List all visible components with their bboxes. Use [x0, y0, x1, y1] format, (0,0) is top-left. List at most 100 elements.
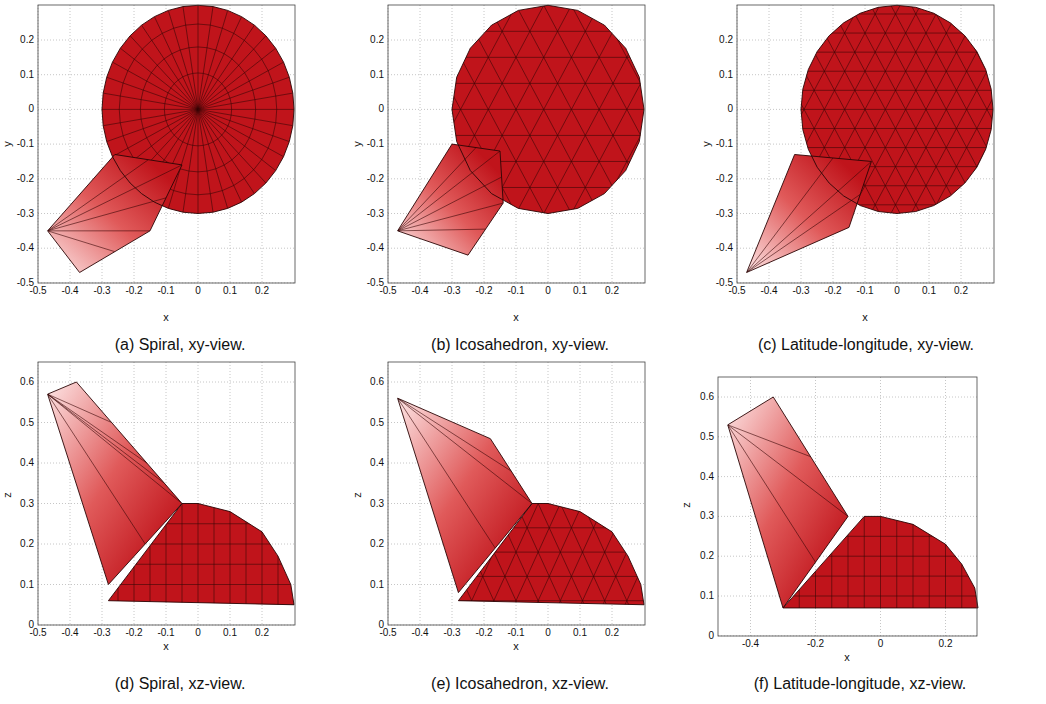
mesh-edge [48, 165, 182, 231]
mesh-edge [36, 236, 996, 237]
mesh-edge [218, 135, 222, 139]
mesh-edge [110, 99, 590, 704]
axis-label: x [513, 312, 519, 323]
tick-label: 0 [878, 639, 884, 649]
mesh-edge [896, 198, 897, 704]
mesh-edge [198, 72, 203, 73]
mesh-edge [556, 436, 1046, 437]
mesh-edge [259, 0, 739, 704]
mesh-edge [0, 0, 407, 704]
mesh-edge [592, 208, 1046, 704]
mesh-edge [675, 0, 1046, 704]
mesh-edge [143, 129, 146, 138]
mesh-edge [293, 0, 773, 704]
mesh-edge [36, 655, 996, 656]
mesh-edge [198, 194, 210, 195]
mesh-edges [168, 0, 1046, 704]
mesh-edge [253, 90, 255, 100]
mesh-edge [107, 109, 198, 141]
mesh-edge [178, 139, 182, 142]
mesh-edge [273, 83, 276, 96]
mesh-edge [48, 230, 150, 231]
plot-area [737, 5, 994, 283]
mesh-edge [222, 185, 233, 190]
tick-label: 0.6 [370, 377, 384, 387]
mesh-edge [0, 503, 422, 504]
mesh-edge [120, 83, 123, 96]
mesh-edge [0, 0, 361, 704]
mesh-edge [0, 0, 361, 313]
mesh-edge [198, 48, 276, 109]
mesh-edge [245, 138, 250, 146]
spike-edges [48, 394, 182, 544]
tick-label: -0.1 [507, 628, 524, 638]
mesh-edge [509, 147, 989, 704]
mesh-edge [0, 584, 422, 585]
mesh-edge [6, 0, 486, 391]
mesh-edge [234, 178, 245, 185]
mesh-edge [36, 211, 996, 212]
mesh-edge [1021, 0, 1046, 704]
mesh-edge [180, 48, 189, 50]
mesh-edge [36, 697, 996, 698]
mesh-edge [164, 104, 165, 110]
mesh-edge [126, 87, 606, 704]
axis-label: x [862, 312, 868, 323]
axis-label: x [844, 652, 850, 663]
mesh-edge [198, 93, 293, 109]
mesh-edge [0, 0, 290, 689]
mesh-spike [398, 398, 532, 592]
mesh-edge [708, 293, 1046, 704]
mesh-edge [747, 158, 833, 273]
mesh-edge [0, 0, 257, 665]
axes-box [737, 5, 994, 283]
axes-box [38, 362, 295, 625]
mesh-edge [198, 24, 210, 25]
mesh-edge [0, 0, 320, 704]
mesh-edge [193, 72, 198, 73]
mesh-edge [0, 523, 422, 524]
mesh-edge [198, 109, 284, 156]
mesh-edge [398, 229, 486, 231]
tick-label: 0 [545, 628, 551, 638]
tick-label: -0.1 [856, 286, 873, 296]
mesh-edge [0, 0, 324, 704]
mesh-edge [559, 184, 1039, 704]
tick-label: -0.2 [367, 174, 384, 184]
mesh-edge [609, 220, 1046, 704]
mesh-edge [880, 198, 881, 704]
tick-label: 0.1 [573, 286, 587, 296]
mesh-edge [176, 0, 656, 704]
mesh-edge [213, 0, 693, 303]
mesh-edges [0, 180, 422, 704]
plot-area [38, 362, 295, 625]
tick-label: 0 [378, 104, 384, 114]
tick-label: -0.2 [824, 286, 841, 296]
mesh-edge [1037, 0, 1046, 704]
mesh-edge [168, 10, 198, 109]
mesh-edge [0, 0, 444, 365]
mesh-edge [228, 121, 230, 126]
tick-label: -0.4 [367, 243, 384, 253]
mesh-edge [120, 48, 198, 109]
mesh-edge [198, 109, 289, 141]
mesh-edge [864, 198, 865, 704]
mesh-edge [542, 0, 1022, 704]
mesh-edge [36, 90, 996, 91]
tick-label: 0 [894, 286, 900, 296]
tick-label: -0.3 [93, 628, 110, 638]
mesh-edge [0, 382, 422, 383]
mesh-edge [186, 194, 198, 195]
mesh-edge [669, 198, 670, 704]
tick-label: -0.5 [29, 286, 46, 296]
tick-label: 0.4 [370, 458, 384, 468]
tick-label: 0.1 [20, 580, 34, 590]
mesh-edge [48, 394, 146, 544]
mesh-edge [119, 96, 121, 109]
mesh-edge [309, 0, 789, 704]
mesh-edge [76, 123, 556, 704]
mesh-edge [174, 191, 186, 194]
mesh-edge [209, 26, 689, 704]
mesh-edge [244, 40, 253, 49]
